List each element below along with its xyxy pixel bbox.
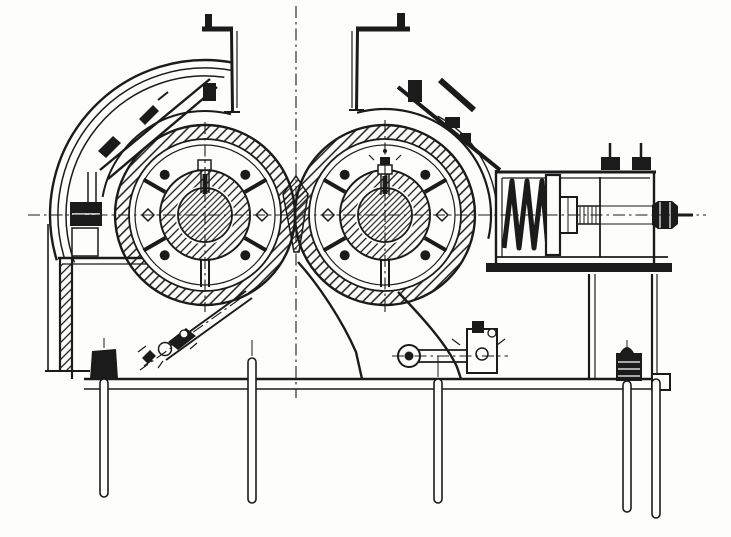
hopper-flange-lug xyxy=(205,14,212,27)
bearing-box xyxy=(71,227,99,257)
scraper-shoe xyxy=(142,350,156,364)
drive-brace xyxy=(98,78,218,180)
hold-down-bolt-head xyxy=(601,157,620,170)
foundation-bolt xyxy=(247,357,257,504)
brace-clamp xyxy=(139,105,159,125)
roll-housing-left-arc xyxy=(101,110,232,198)
frame-base xyxy=(84,373,671,391)
frame-left-wall xyxy=(45,256,162,379)
cover-plate xyxy=(396,77,502,172)
cover-bracket xyxy=(445,117,460,128)
feed-hopper xyxy=(202,13,410,113)
relief-spring xyxy=(501,178,551,251)
hopper-wall-right xyxy=(355,30,359,111)
hold-down-bolt-head xyxy=(632,157,651,170)
foundation-bolt xyxy=(651,378,661,519)
scraper-pivot xyxy=(157,341,173,357)
brace-clamp xyxy=(98,136,121,158)
guard-arc-inner xyxy=(65,75,225,263)
foundation-bolt xyxy=(99,378,109,498)
hopper-wall-left xyxy=(230,30,234,113)
foundation-bolt xyxy=(622,380,632,513)
anchor-head xyxy=(90,349,118,379)
cover-hinge xyxy=(408,80,422,102)
roll-housing-right xyxy=(356,77,502,240)
frame-right-wall xyxy=(587,274,658,379)
guard-arcs-left xyxy=(48,58,233,263)
frame xyxy=(45,224,671,391)
ledge-band xyxy=(486,263,672,272)
centerlines xyxy=(28,6,706,398)
guard-arc-outer xyxy=(48,58,233,261)
foundation-bolt xyxy=(433,378,443,504)
bearing-block-right xyxy=(601,143,651,170)
anchor-nut-right xyxy=(616,347,642,381)
scraper-bar xyxy=(137,290,253,369)
hopper-flange-lug xyxy=(397,13,405,27)
foundation-bolts xyxy=(90,347,661,519)
linkage-pin xyxy=(475,347,489,361)
bearing-cap-left xyxy=(70,172,102,257)
adjusting-linkage xyxy=(397,321,506,374)
cover-ear xyxy=(438,77,476,113)
scraper-axis xyxy=(139,285,259,371)
brace-anchor xyxy=(203,83,216,101)
linkage-bolt xyxy=(472,321,484,333)
discharge-chute xyxy=(297,261,463,380)
cover-bracket xyxy=(460,133,471,142)
spring-assembly xyxy=(486,143,693,272)
